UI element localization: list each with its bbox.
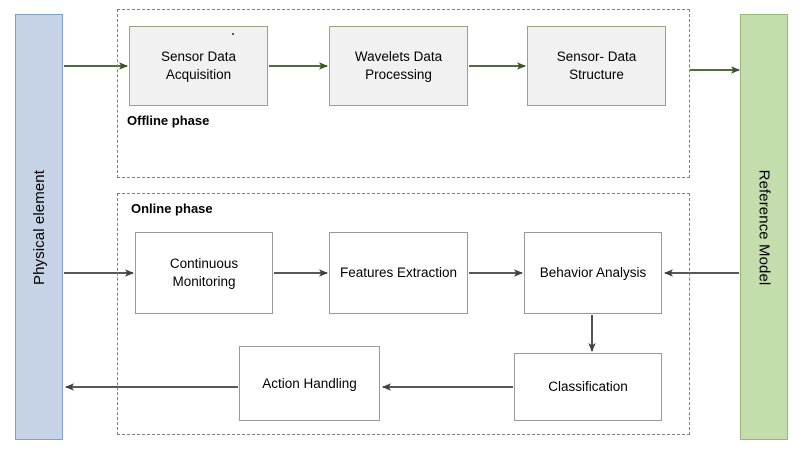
physical-element-rail[interactable]: Physical element (15, 14, 63, 440)
node-action-handling-label: Action Handling (262, 375, 357, 391)
node-action-handling[interactable]: Action Handling (239, 346, 380, 421)
physical-element-label: Physical element (30, 169, 48, 285)
offline-phase-container (117, 9, 690, 178)
online-phase-title: Online phase (131, 201, 213, 216)
speck-artifact-icon (232, 33, 234, 35)
node-classification-label: Classification (548, 379, 628, 395)
node-behavior-analysis[interactable]: Behavior Analysis (524, 232, 662, 314)
node-classification[interactable]: Classification (514, 353, 662, 421)
reference-model-label: Reference Model (755, 169, 773, 285)
online-phase-container (117, 193, 690, 435)
reference-model-rail[interactable]: Reference Model (740, 14, 788, 440)
node-features-extraction-label: Features Extraction (339, 265, 458, 281)
offline-phase-title: Offline phase (127, 113, 210, 128)
node-features-extraction[interactable]: Features Extraction (329, 232, 468, 314)
node-behavior-analysis-label: Behavior Analysis (539, 265, 647, 281)
